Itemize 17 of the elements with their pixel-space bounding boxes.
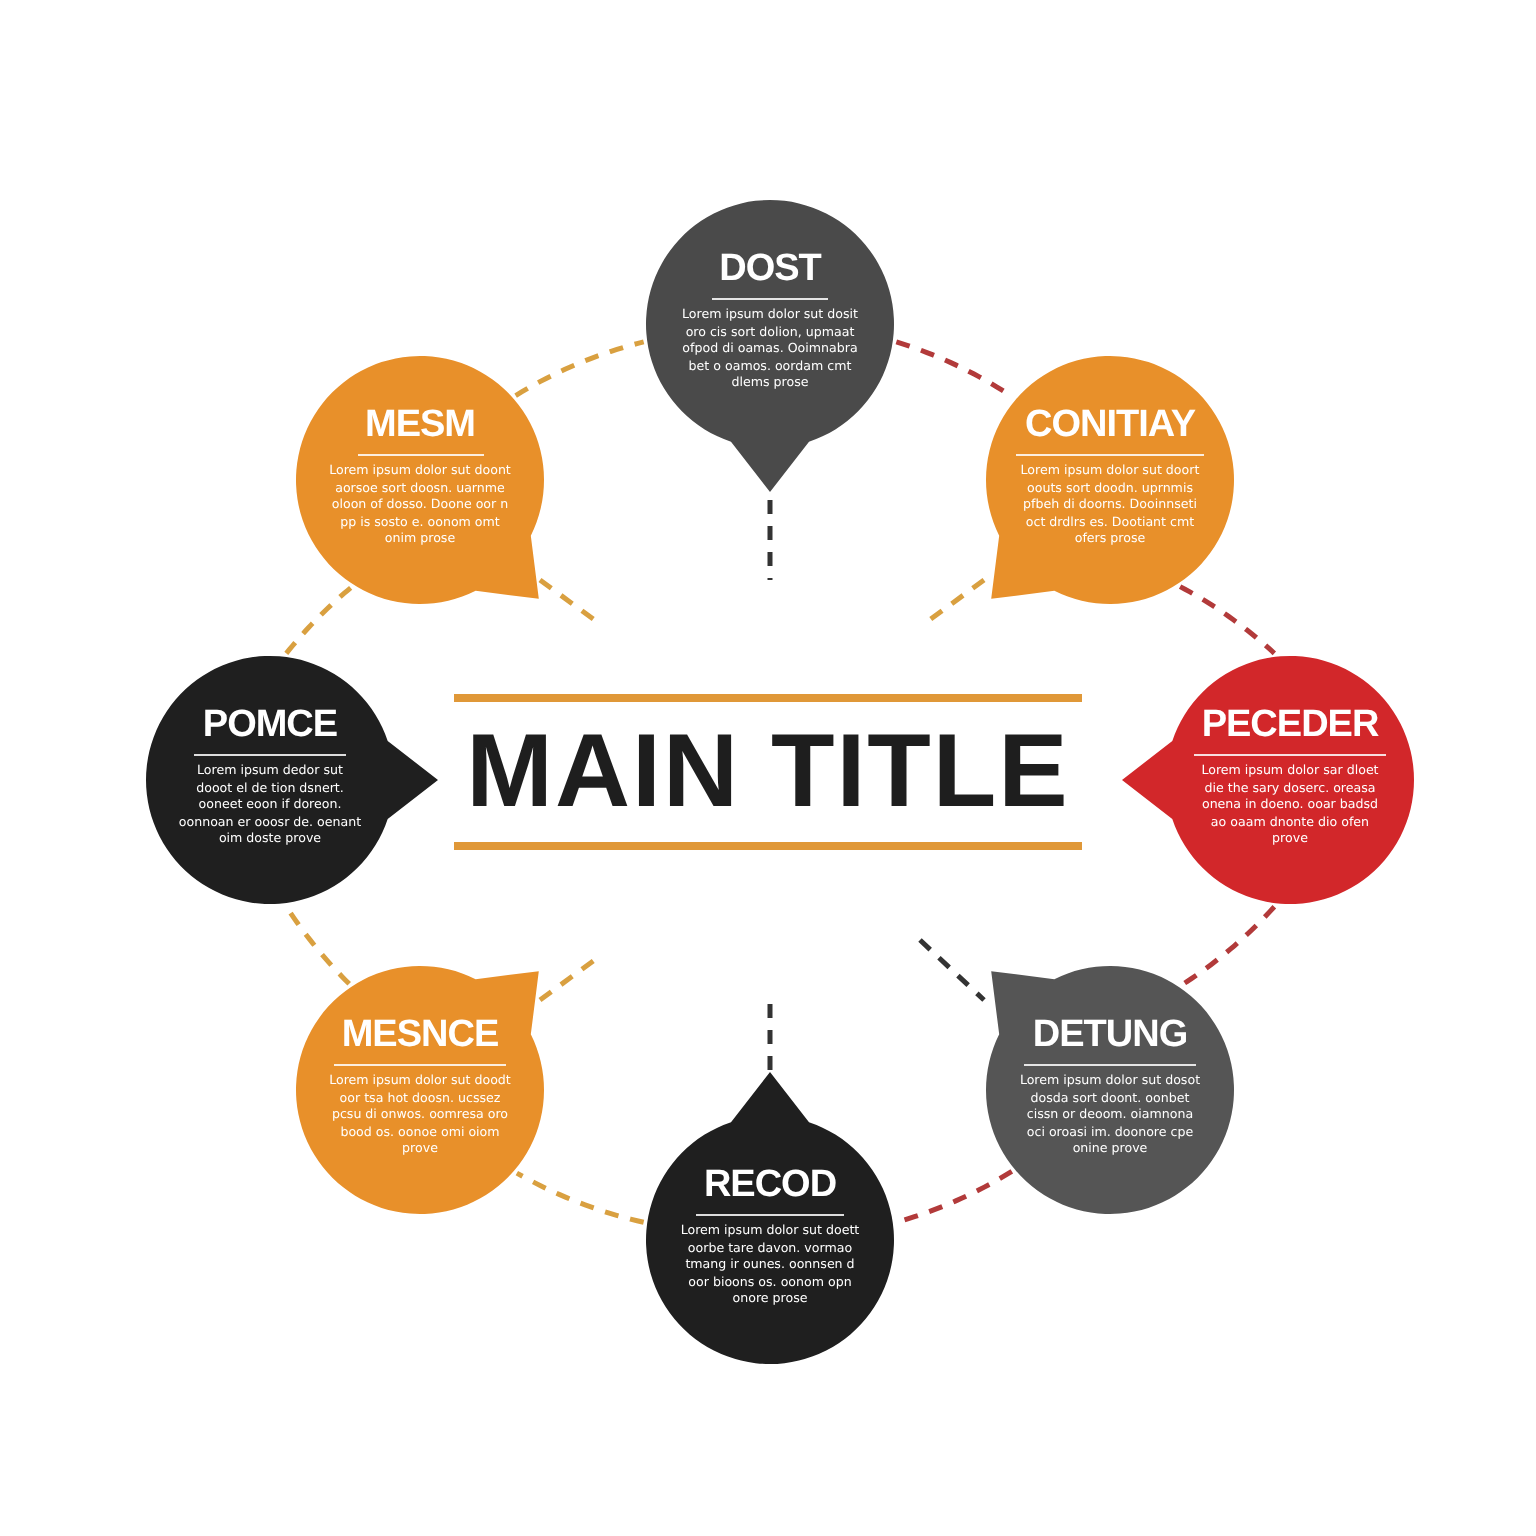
bubble-heading: MESNCE [333, 1014, 507, 1066]
bubble-heading: DOST [711, 248, 829, 300]
bubble-heading: PECEDER [1193, 704, 1387, 756]
bubble-heading: DETUNG [1024, 1014, 1196, 1066]
dashed-connector [1178, 584, 1276, 656]
bubble-heading: MESM [357, 404, 483, 456]
dashed-connector [1180, 905, 1277, 987]
dashed-connector [514, 339, 645, 398]
dashed-connector [284, 585, 353, 655]
bubble-heading: POMCE [194, 704, 346, 756]
dashed-connector [515, 1170, 645, 1225]
bubble-heading: RECOD [695, 1164, 845, 1216]
dashed-spoke [918, 938, 986, 1002]
dashed-spoke [767, 500, 773, 580]
bubble-heading: CONITIAY [1016, 404, 1204, 456]
dashed-spoke [767, 1000, 773, 1070]
main-title: MAIN TITLE [454, 694, 1082, 850]
